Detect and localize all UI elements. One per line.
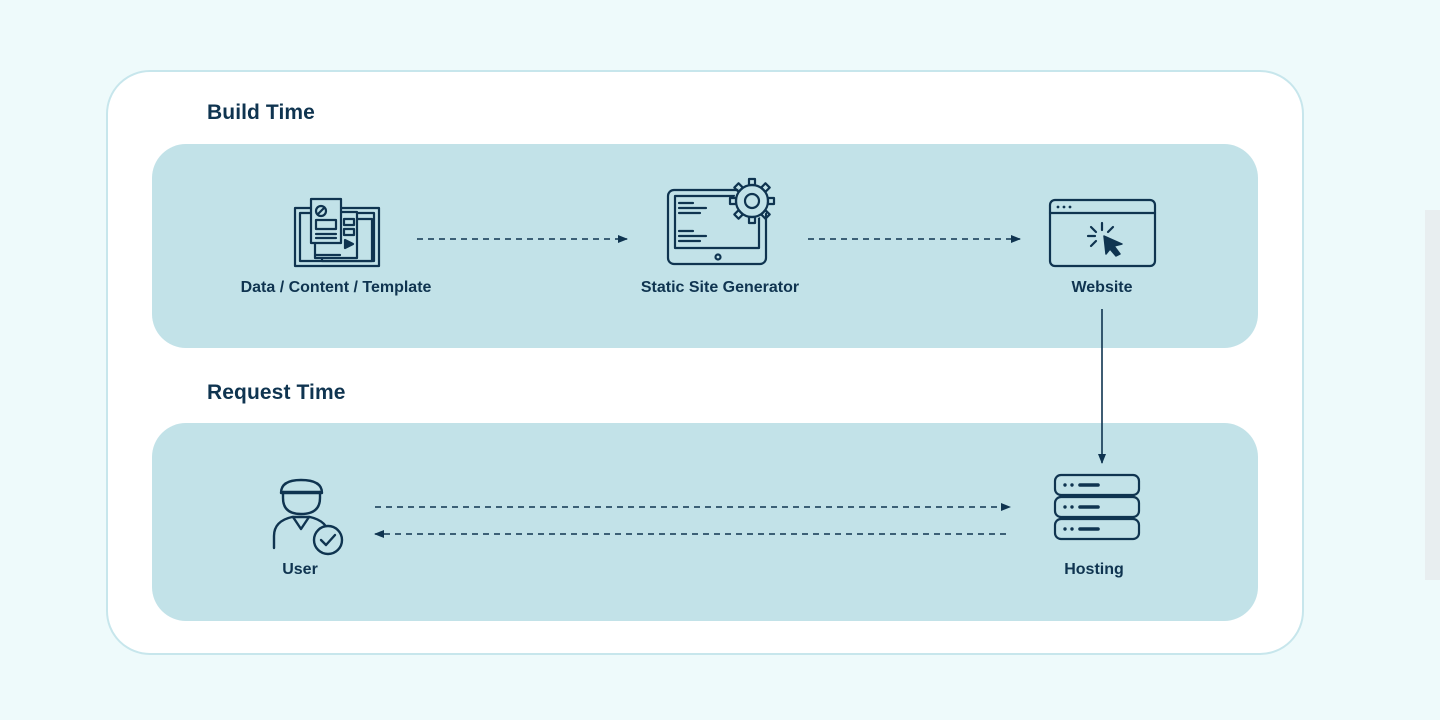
node-label-website: Website	[1071, 279, 1133, 296]
user-check-icon	[272, 478, 344, 556]
node-label-user: User	[282, 561, 318, 578]
node-label-data-content-template: Data / Content / Template	[240, 279, 432, 296]
node-label-static-site-generator: Static Site Generator	[640, 279, 800, 296]
request-time-title: Request Time	[207, 381, 346, 404]
request-time-band	[152, 423, 1258, 621]
server-stack-icon	[1053, 473, 1141, 541]
documents-icon	[293, 197, 381, 268]
browser-click-icon	[1048, 198, 1157, 268]
build-time-title: Build Time	[207, 101, 315, 124]
tablet-gear-icon	[666, 177, 776, 266]
node-label-hosting: Hosting	[1064, 561, 1124, 578]
side-panel	[1425, 210, 1440, 580]
